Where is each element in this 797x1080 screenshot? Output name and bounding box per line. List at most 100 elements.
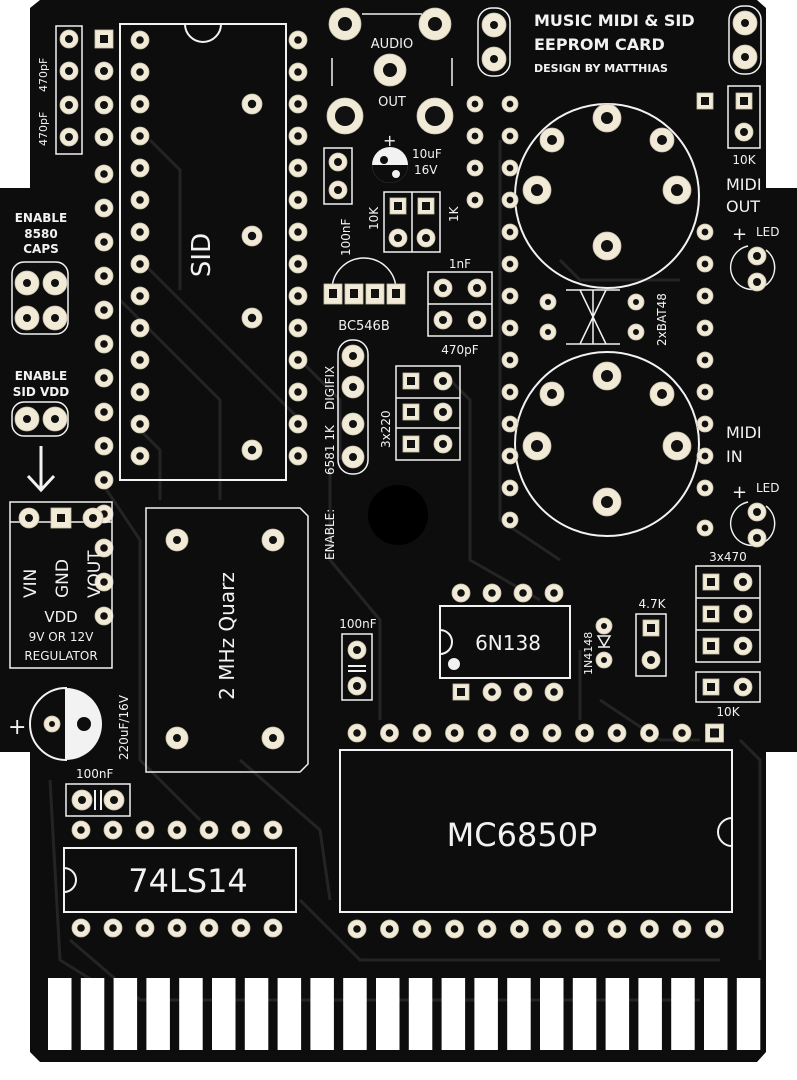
cap-10uf-label: 10uF [412, 147, 442, 161]
via-pad [94, 572, 114, 592]
diode-1n4148 [595, 617, 613, 669]
ic-mc6850p-pin [510, 919, 529, 939]
ic-mc6850p-pin [477, 919, 497, 939]
jumper-pads-top-left [94, 29, 114, 147]
via-pad [94, 470, 114, 490]
via-pad [94, 164, 114, 184]
ic-mc6850p-pin [542, 723, 562, 743]
midi-out-label-2: OUT [726, 197, 760, 216]
ic-74ls14-pin [135, 820, 155, 840]
edge-connector-finger [146, 978, 170, 1050]
edge-connector-finger [572, 978, 597, 1050]
ic-mc6850p-pin [640, 919, 659, 939]
sid-pin [130, 414, 150, 434]
ic-74ls14-pin [199, 820, 219, 840]
edge-connector-finger [638, 978, 662, 1050]
led-b-label: LED [756, 481, 780, 495]
cap-100nf-mid-label: 100nF [339, 218, 353, 256]
sid-pin [288, 30, 308, 50]
regulator-pads [18, 507, 104, 529]
sid-pin [288, 446, 308, 466]
via-pad [94, 198, 114, 218]
ic-mc6850p-pin [607, 919, 627, 939]
ic-mc6850p-label: MC6850P [447, 816, 598, 854]
edge-connector-finger [671, 978, 695, 1050]
via-pad [696, 383, 714, 401]
via-pad [94, 334, 114, 354]
cap-100nf-opto-label: 100nF [339, 617, 377, 631]
ic-74ls14-pin [71, 918, 91, 938]
audio-jack [326, 7, 454, 135]
enable-8580-label-3: CAPS [23, 242, 59, 256]
sid-pin [288, 286, 308, 306]
sid-pin [241, 93, 263, 115]
sid-pin [288, 158, 308, 178]
via-pad [501, 383, 519, 401]
sid-pin [130, 350, 150, 370]
sid-pin [288, 190, 308, 210]
board-designer: DESIGN BY MATTHIAS [534, 62, 668, 75]
via-pad [696, 519, 714, 537]
ic-74ls14-pin [71, 820, 91, 840]
regulator-vin: VIN [21, 569, 41, 598]
regulator-volts: 9V OR 12V [29, 630, 95, 644]
ic-mc6850p-pin [445, 723, 464, 743]
via-pad [501, 127, 519, 145]
bat48-label: 2xBAT48 [655, 293, 669, 346]
led-b-plus: + [732, 482, 747, 503]
ic-74ls14-label: 74LS14 [128, 862, 248, 900]
cap-220uf-plus: + [8, 715, 26, 740]
ic-mc6850p-pin [347, 919, 367, 939]
ic-mc6850p-pin [705, 919, 724, 939]
res-10k-c-label: 10K [716, 705, 740, 719]
audio-label: AUDIO [371, 37, 414, 52]
cap-470pf-label-b: 470pF [37, 112, 50, 146]
via-pad [696, 447, 714, 465]
ic-mc6850p-pin [380, 723, 399, 743]
via-pad [501, 351, 519, 369]
via-pad [94, 232, 114, 252]
via-pad [94, 266, 114, 286]
header-top-middle [477, 7, 511, 77]
sid-pin [288, 318, 308, 338]
via-pad [94, 402, 114, 422]
caps-1nf-470pf [427, 271, 493, 337]
crystal-outline [145, 507, 309, 773]
midi-in-connector [514, 351, 700, 537]
sid-pin [130, 190, 150, 210]
res-47k [635, 613, 667, 677]
via-pad [501, 447, 519, 465]
edge-connector [48, 978, 761, 1050]
sid-pin [130, 94, 150, 114]
enable-vdd-jumper[interactable] [11, 401, 69, 437]
ic-mc6850p-pin [575, 919, 594, 939]
ic-mc6850p-pin [607, 723, 627, 743]
opto-6n138-outline [439, 605, 571, 679]
sid-label: SID [187, 233, 217, 277]
ic-mc6850p-pin [640, 723, 659, 743]
resistors-3x470 [695, 565, 761, 663]
ic-mc6850p-pin [575, 723, 594, 743]
edge-connector-finger [277, 978, 302, 1050]
enable-8580-jumper[interactable] [11, 261, 69, 335]
via-pad [501, 319, 519, 337]
opto-pin [452, 683, 470, 701]
ic-mc6850p-pin [347, 723, 367, 743]
via-pad [501, 287, 519, 305]
ic-74ls14-pin [199, 918, 219, 938]
ic-mc6850p-pin [412, 919, 432, 939]
opto-pin [451, 583, 471, 603]
cap-220uf-label: 220uF/16V [117, 694, 131, 760]
via-pad [696, 255, 714, 273]
edge-connector-finger [212, 978, 236, 1050]
enable-8580-label-2: 8580 [24, 227, 57, 241]
cap-pads-top-left [55, 25, 83, 155]
via-pad [696, 415, 714, 433]
trace-layer [48, 138, 762, 1002]
digifix-jumper[interactable] [337, 339, 369, 475]
via-pad [501, 95, 519, 113]
res-10k-b-label: 10K [732, 153, 756, 167]
header-top-right [728, 5, 762, 75]
edge-connector-finger [474, 978, 498, 1050]
